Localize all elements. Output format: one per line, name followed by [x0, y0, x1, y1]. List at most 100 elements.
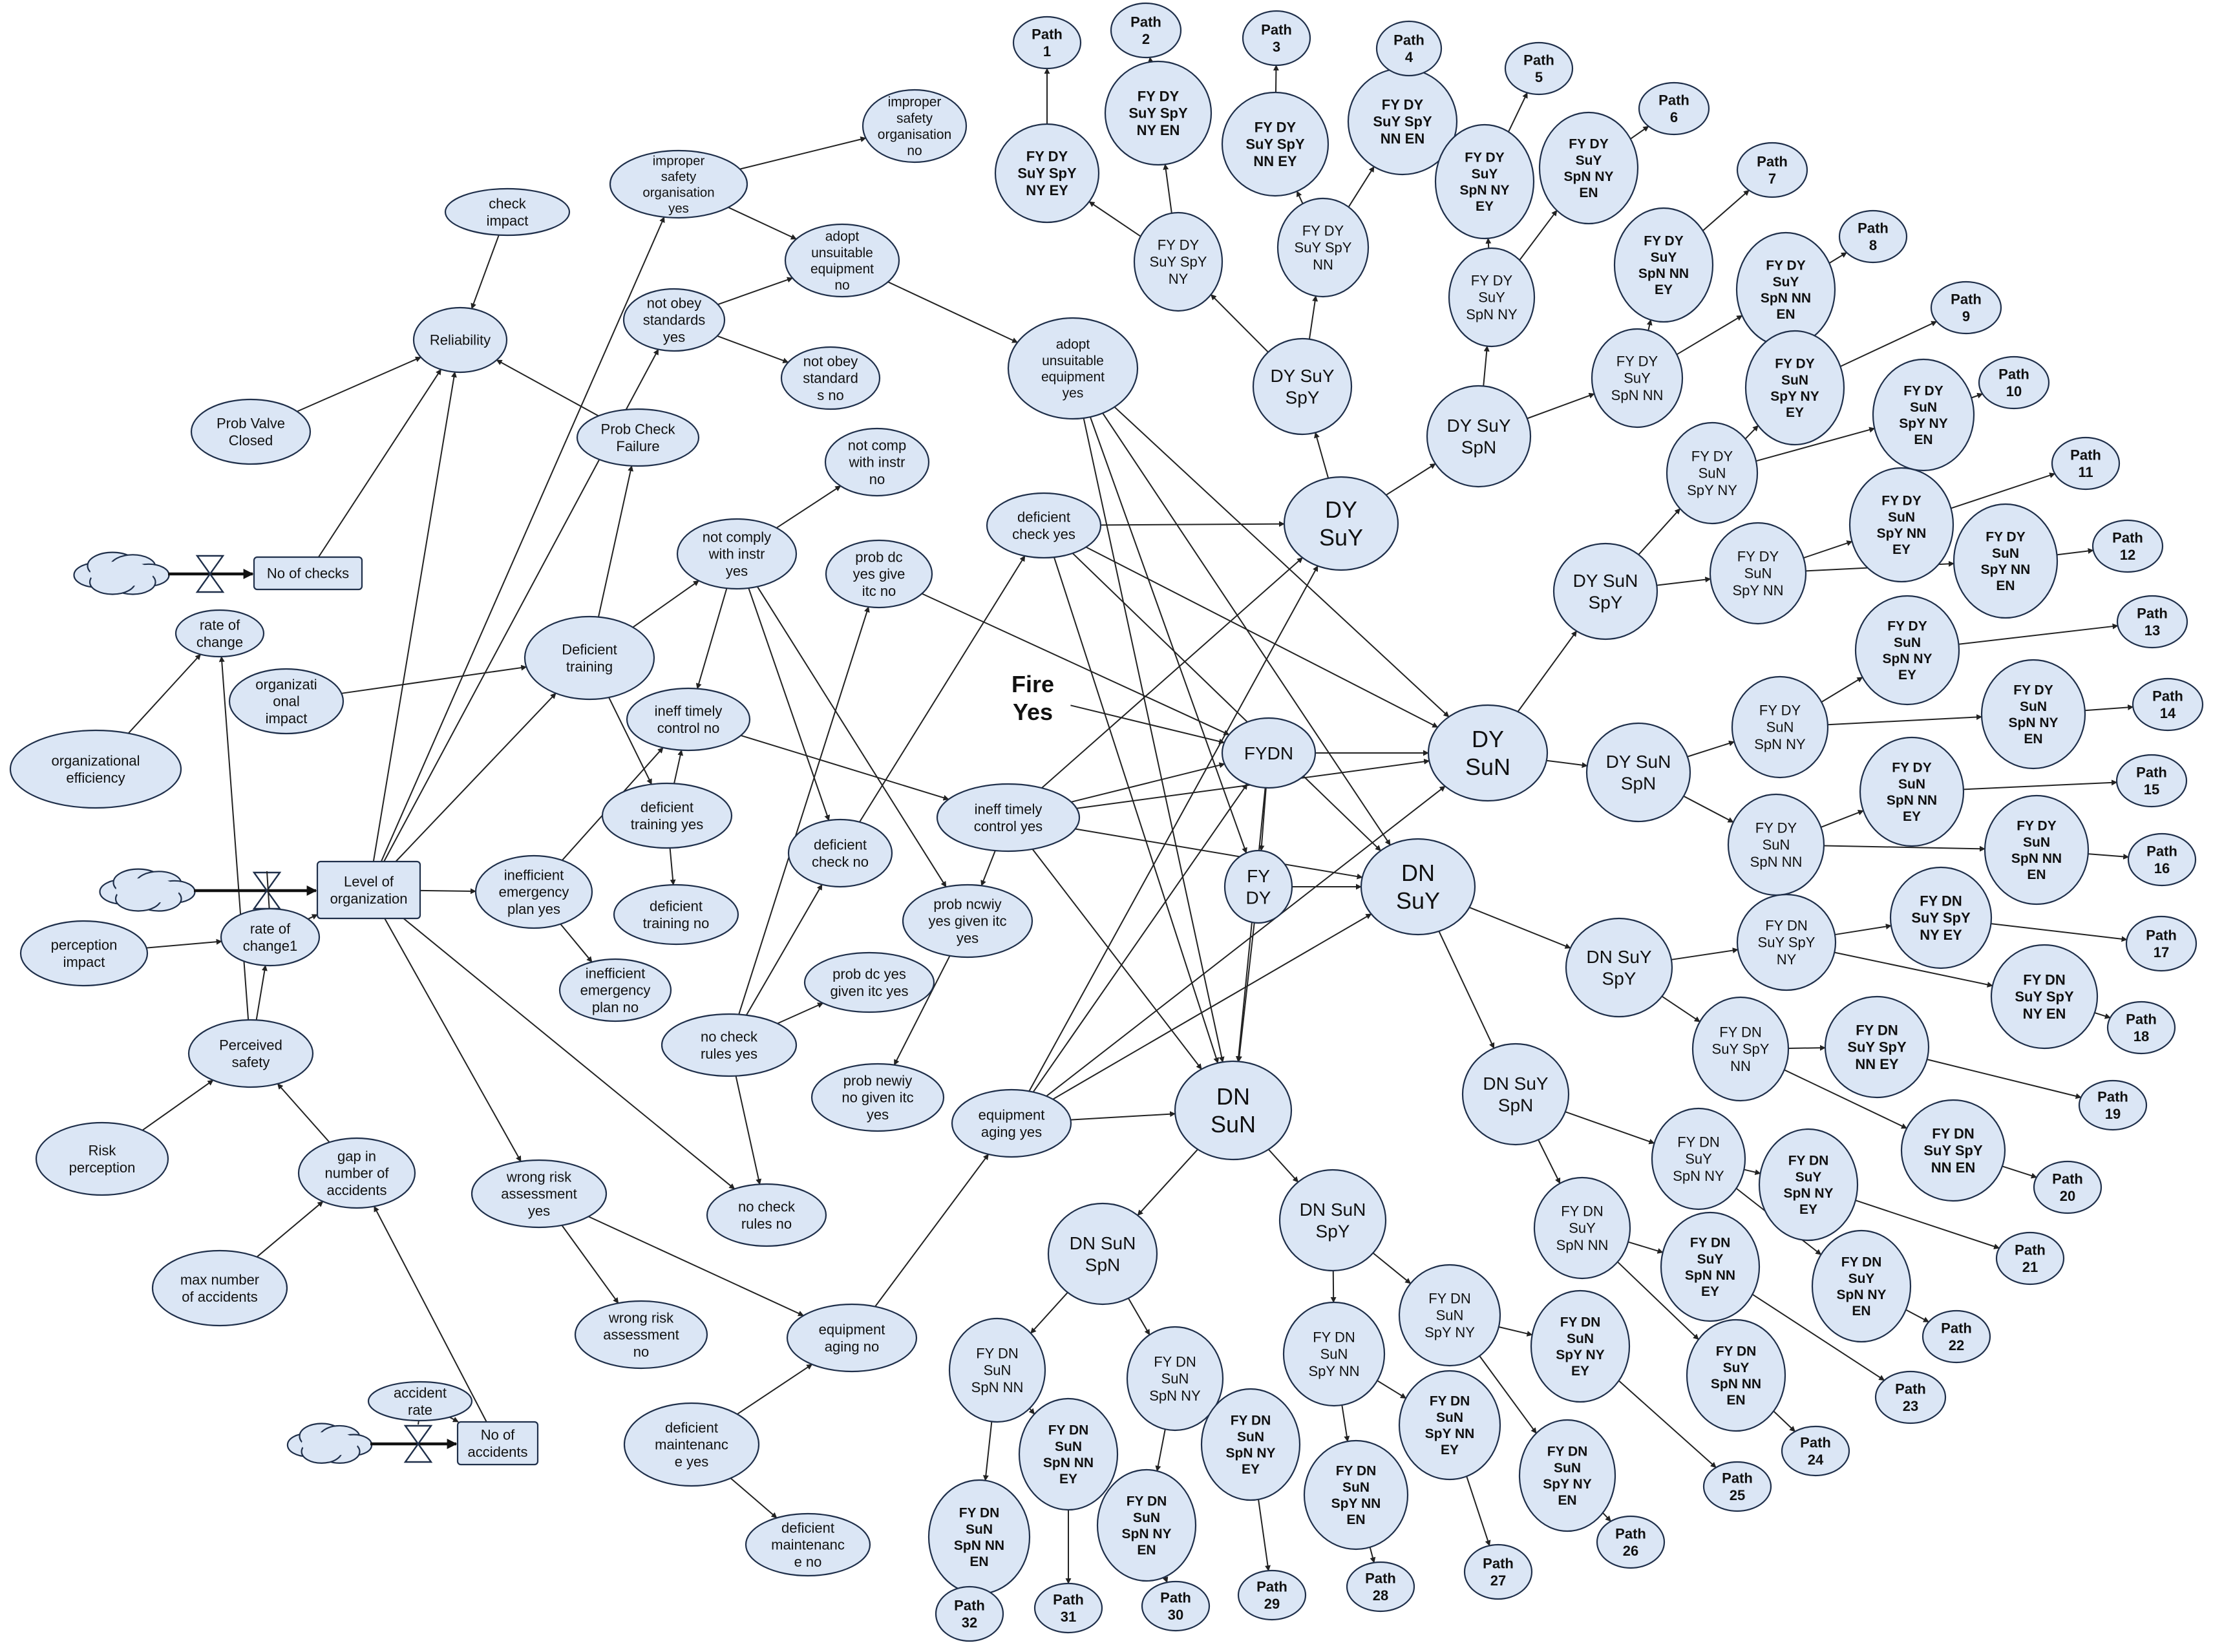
node-noChecks[interactable]: No of checks [253, 556, 363, 591]
node-FYDN[interactable]: FYDN [1221, 717, 1317, 789]
